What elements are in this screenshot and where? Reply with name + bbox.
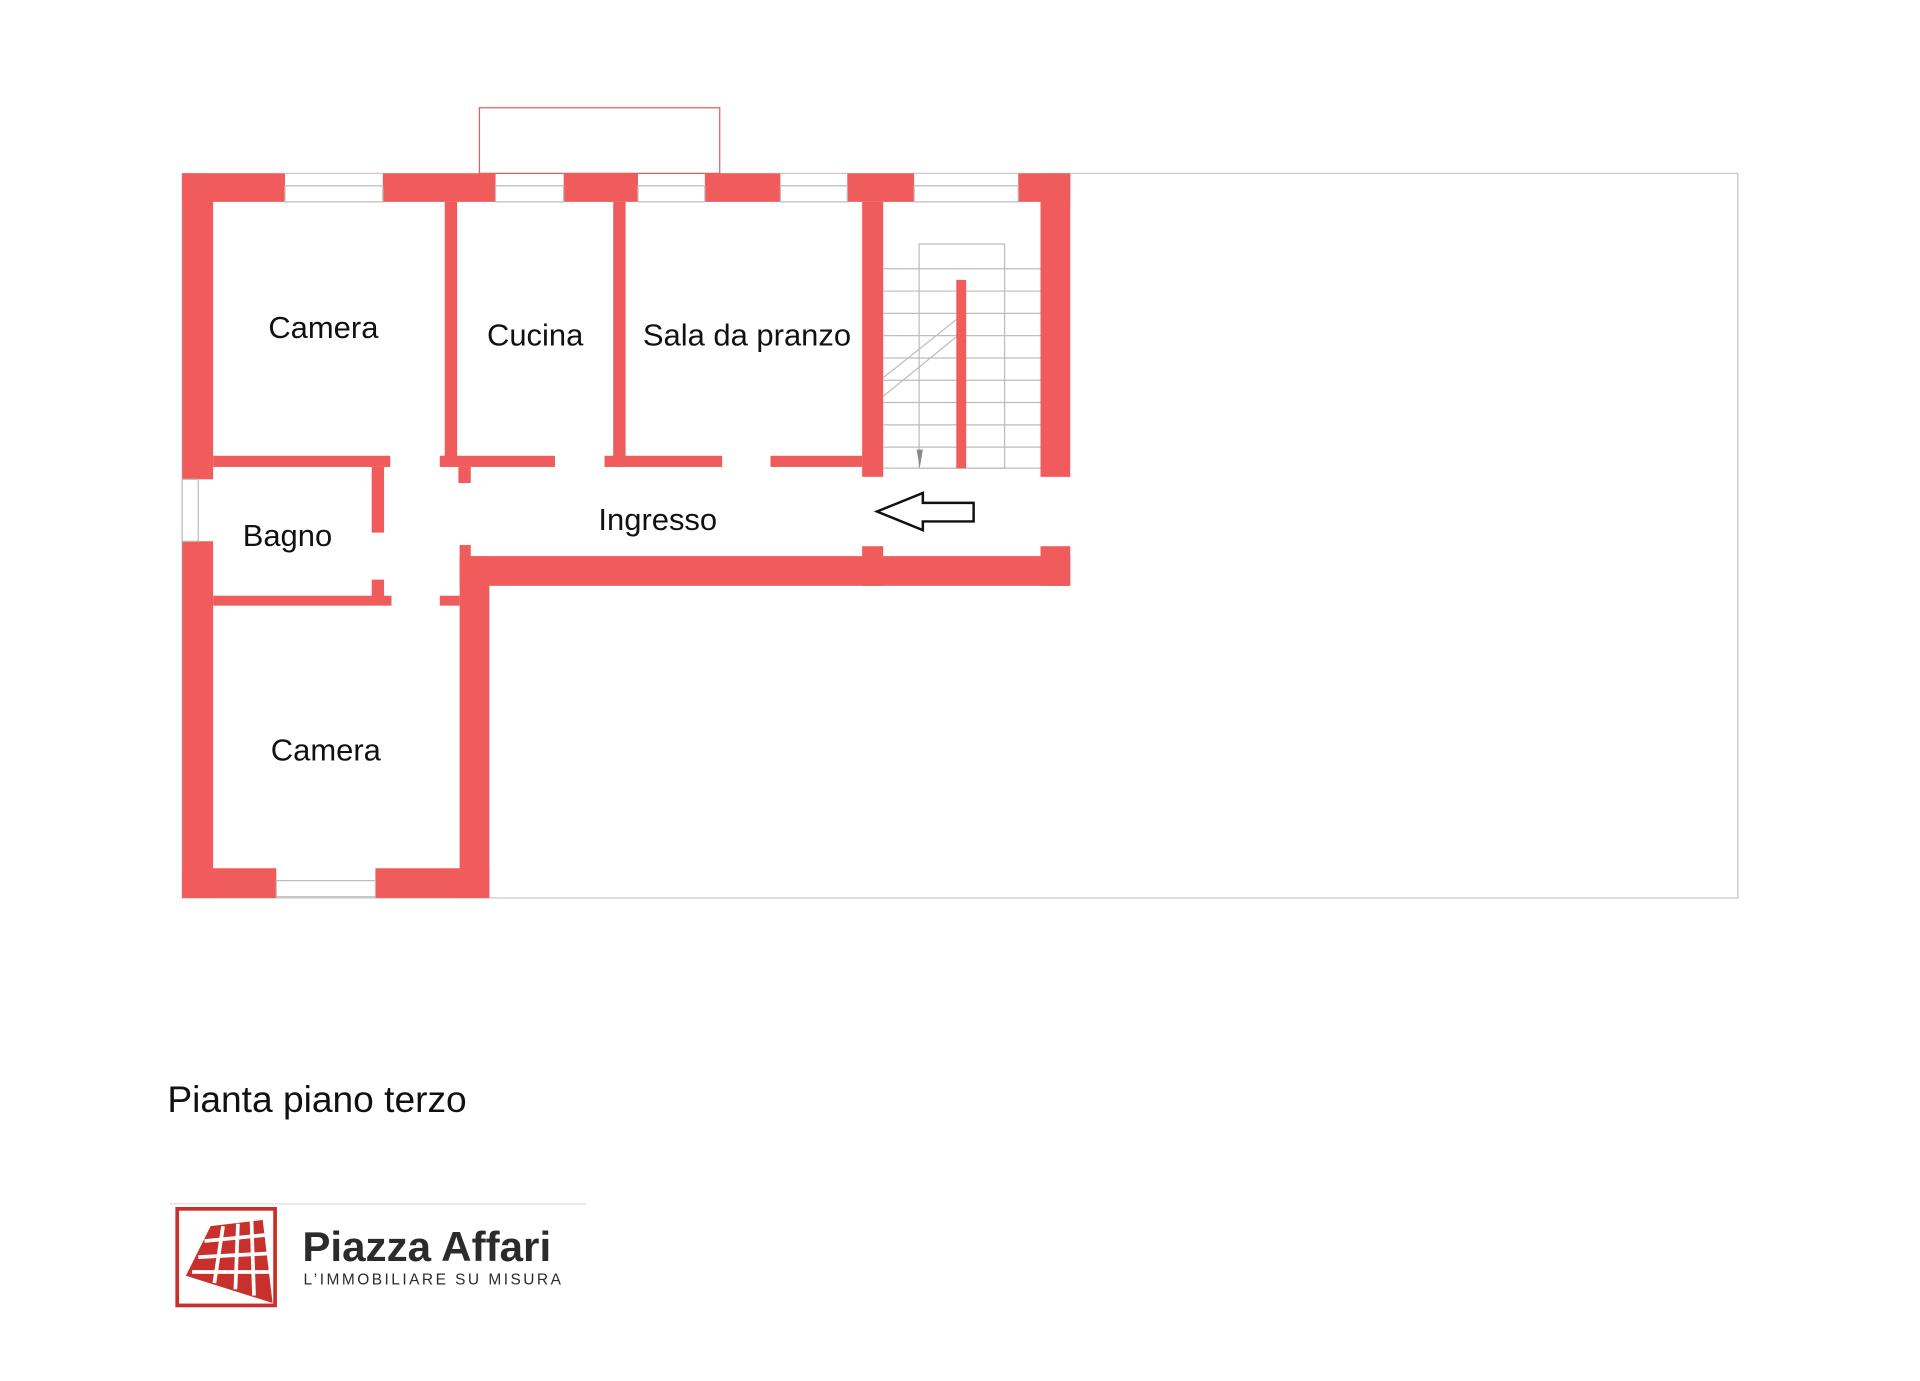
staircase — [882, 243, 1041, 469]
room-label-ingresso: Ingresso — [598, 502, 717, 537]
room-label-camera-2: Camera — [271, 732, 382, 767]
room-label-bagno: Bagno — [243, 518, 333, 553]
stair-direction-icon — [916, 449, 923, 469]
plan-title: Pianta piano terzo — [167, 1078, 466, 1120]
room-labels: Camera Cucina Sala da pranzo Bagno Ingre… — [243, 310, 851, 767]
arrow-left-icon — [873, 491, 975, 532]
windows — [181, 185, 1019, 898]
logo-mark — [175, 1206, 277, 1308]
logo-tagline: L’IMMOBILIARE SU MISURA — [304, 1271, 564, 1288]
room-label-sala-da-pranzo: Sala da pranzo — [643, 318, 851, 353]
room-label-cucina: Cucina — [487, 318, 584, 353]
room-label-camera-1: Camera — [268, 310, 379, 345]
logo-name: Piazza Affari — [302, 1223, 551, 1270]
balcony — [478, 107, 721, 175]
walls — [182, 173, 1071, 898]
company-logo: Piazza Affari L’IMMOBILIARE SU MISURA — [169, 1203, 586, 1308]
